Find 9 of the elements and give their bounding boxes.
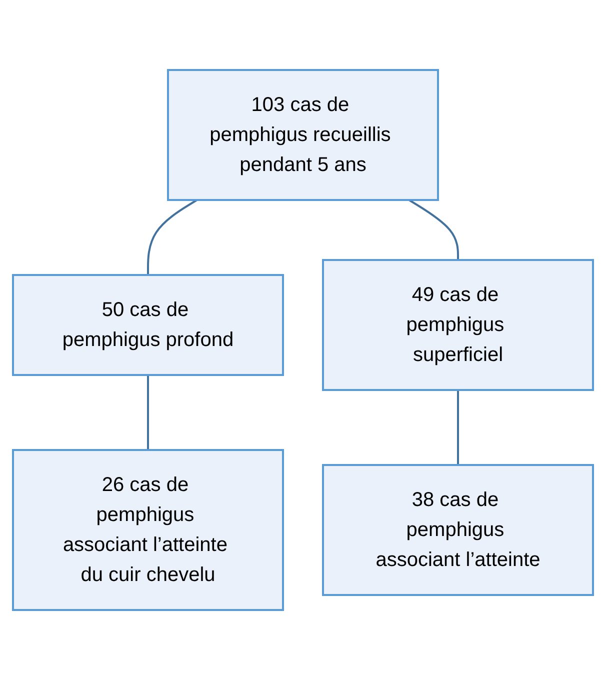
node-box: 49 cas de pemphigus superficiel	[322, 258, 594, 390]
connector	[457, 390, 459, 464]
node-box: 103 cas de pemphigus recueillis pendant 5 ans	[167, 68, 439, 200]
node-box: 50 cas de pemphigus profond	[12, 274, 284, 376]
connector	[147, 374, 149, 450]
node-box: 26 cas de pemphigus associant l’atteinte du cuir chevelu	[12, 448, 284, 610]
node-box: 38 cas de pemphigus associant l’atteinte	[322, 464, 594, 596]
connector	[147, 198, 198, 274]
connector	[408, 198, 459, 260]
